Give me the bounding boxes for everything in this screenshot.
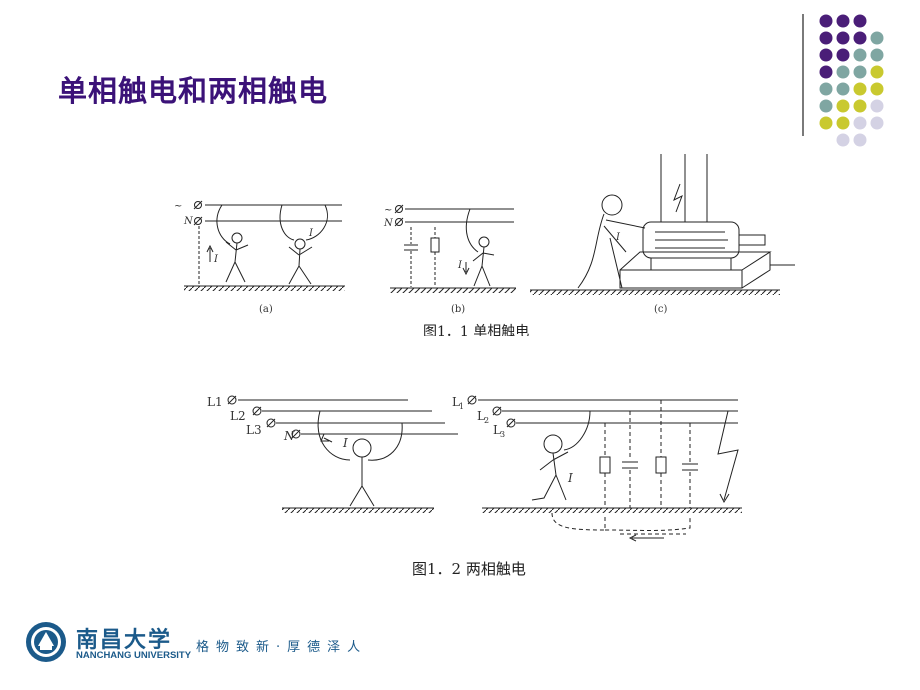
university-name-cn: 南昌大学: [76, 627, 173, 653]
diagram-a: ~ N I I (a): [174, 200, 345, 315]
svg-text:I: I: [308, 228, 314, 239]
label-L3: L3: [246, 423, 262, 437]
footer-branding: 南昌大学 NANCHANG UNIVERSITY 格物致新·厚德泽人: [24, 618, 424, 668]
dots-row-7: [819, 116, 884, 130]
diagram-two-phase-left: [227, 395, 458, 513]
dots-row-8: [836, 133, 867, 147]
svg-text:I: I: [567, 471, 573, 485]
svg-text:L: L: [452, 395, 460, 409]
svg-text:L: L: [493, 423, 501, 437]
university-name-en: NANCHANG UNIVERSITY: [76, 650, 192, 661]
dots-row-1: [819, 14, 867, 28]
figure1-caption: 图1．1 单相触电: [423, 324, 530, 336]
label-phase: ~: [174, 201, 182, 212]
labels-two-phase-left: L1 L2 L3 N I: [207, 395, 348, 450]
diagram-two-phase-right: [467, 395, 742, 542]
dots-row-4: [819, 65, 884, 79]
diagram-c: I (c): [530, 154, 795, 315]
label-neutral: N: [183, 216, 194, 227]
dots-row-2: [819, 31, 884, 45]
decor-divider: [802, 14, 804, 136]
dots-row-3: [819, 48, 884, 62]
figure2-caption: 图1．2 两相触电: [412, 560, 526, 578]
svg-text:N: N: [383, 218, 394, 229]
svg-text:~: ~: [384, 205, 392, 216]
label-L1: L1: [207, 395, 223, 409]
svg-text:2: 2: [484, 416, 489, 425]
dots-row-6: [819, 99, 884, 113]
diagram-b: ~ N I (b): [383, 204, 516, 315]
svg-text:3: 3: [500, 430, 505, 439]
decor-dot-grid: [819, 14, 884, 147]
label-current-2: I: [342, 436, 348, 450]
university-seal-icon: [26, 622, 66, 662]
subcaption-c: (c): [654, 304, 668, 315]
dots-row-5: [819, 82, 884, 96]
university-motto: 格物致新·厚德泽人: [196, 640, 368, 655]
label-neutral-2: N: [283, 429, 295, 443]
subcaption-a: (a): [259, 304, 273, 315]
label-L2: L2: [230, 409, 246, 423]
svg-text:L: L: [477, 409, 485, 423]
slide-title: 单相触电和两相触电: [58, 74, 329, 108]
svg-text:1: 1: [459, 402, 464, 411]
subcaption-b: (b): [451, 304, 465, 315]
label-current-a: I: [213, 254, 219, 265]
svg-text:I: I: [457, 260, 463, 271]
svg-text:I: I: [615, 232, 621, 243]
